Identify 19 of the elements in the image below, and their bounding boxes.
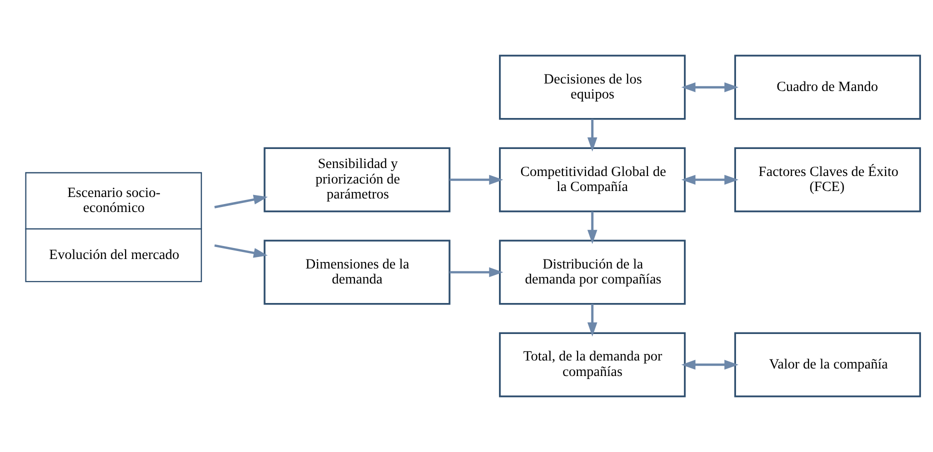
arrow bbox=[214, 244, 268, 258]
arrow bbox=[587, 304, 598, 336]
node-box: Distribución de la demanda por compañías bbox=[498, 240, 686, 305]
arrow bbox=[214, 194, 268, 208]
node-box: Valor de la compañía bbox=[734, 332, 921, 398]
arrow bbox=[681, 174, 738, 185]
arrow bbox=[681, 82, 738, 92]
node-box: Factores Claves de Éxito (FCE) bbox=[734, 147, 921, 212]
arrow bbox=[681, 360, 738, 370]
node-box: Total, de la demanda por compañías bbox=[498, 332, 686, 398]
node-box: Cuadro de Mando bbox=[734, 54, 921, 120]
node-box: Decisiones de los equipos bbox=[498, 54, 686, 120]
arrow bbox=[587, 119, 598, 152]
node-box: Dimensiones de la demanda bbox=[264, 240, 450, 305]
node-box: Sensibilidad y priorización de parámetros bbox=[264, 147, 450, 212]
arrow bbox=[450, 267, 504, 278]
arrow bbox=[450, 174, 504, 185]
arrow bbox=[587, 212, 598, 244]
node-box: Competitividad Global de la Compañía bbox=[498, 147, 686, 212]
